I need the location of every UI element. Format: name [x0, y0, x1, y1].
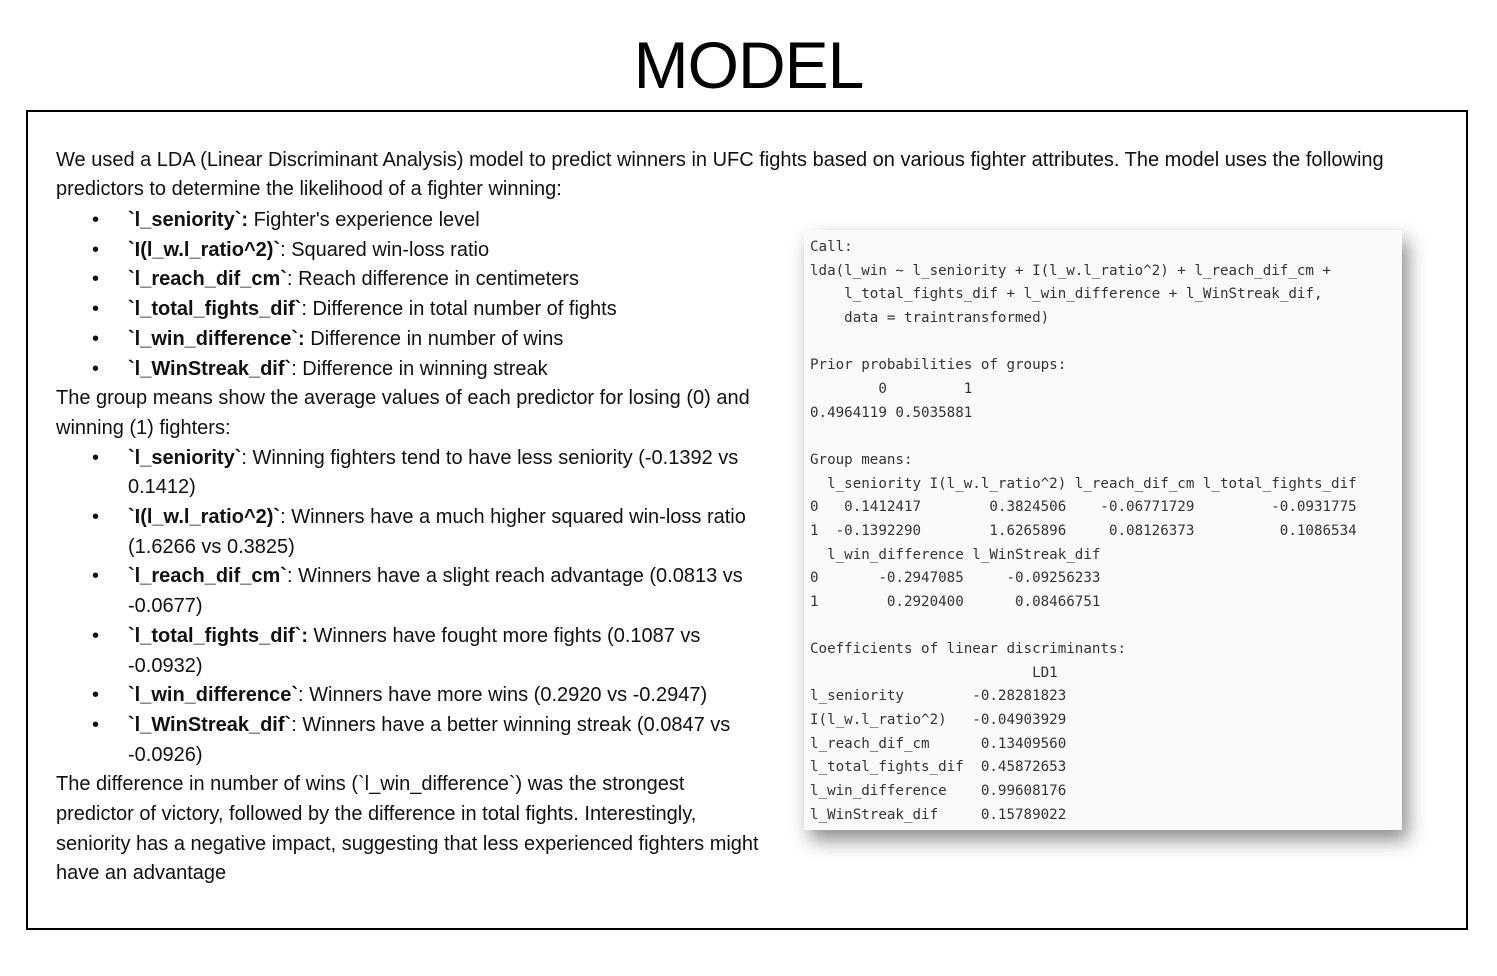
group-means-list: `l_seniority`: Winning fighters tend to … [56, 444, 766, 771]
group-mean-desc: : Winners have a better winning streak (… [128, 713, 731, 766]
predictor-name: `l_win_difference` [128, 684, 299, 707]
group-mean-desc: : Winners have more wins (0.2920 vs -0.2… [298, 684, 708, 707]
list-item: `l_total_fights_dif`: Difference in tota… [56, 295, 766, 325]
group-mean-desc: Winners have fought more fights (0.1087 … [128, 624, 701, 677]
predictor-desc: : Squared win-loss ratio [280, 238, 490, 261]
list-item: `I(l_w.l_ratio^2)`: Winners have a much … [56, 503, 766, 562]
predictor-name: `l_total_fights_dif`: [128, 624, 308, 647]
group-means-intro: The group means show the average values … [56, 387, 750, 439]
intro-paragraph: We used a LDA (Linear Discriminant Analy… [56, 149, 1384, 200]
page-title: MODEL [633, 28, 865, 102]
content-frame: We used a LDA (Linear Discriminant Analy… [26, 110, 1468, 930]
predictor-desc: : Difference in winning streak [291, 357, 548, 380]
predictor-name: `l_WinStreak_dif` [128, 713, 292, 736]
predictor-name: `l_reach_dif_cm` [128, 565, 287, 588]
group-mean-desc: : Winning fighters tend to have less sen… [128, 446, 739, 499]
predictor-name: `l_WinStreak_dif` [128, 357, 292, 380]
r-output-text: Call: lda(l_win ~ l_seniority + I(l_w.l_… [810, 239, 1357, 823]
list-item: `I(l_w.l_ratio^2)`: Squared win-loss rat… [56, 236, 766, 266]
predictor-name: `I(l_w.l_ratio^2)` [128, 238, 281, 261]
r-output-screenshot: Call: lda(l_win ~ l_seniority + I(l_w.l_… [804, 230, 1402, 830]
predictor-name: `l_win_difference`: [128, 327, 305, 350]
predictor-name: `l_seniority` [128, 446, 242, 469]
group-mean-desc: : Winners have a much higher squared win… [128, 506, 746, 558]
list-item: `l_WinStreak_dif`: Winners have a better… [56, 711, 766, 770]
predictor-name: `l_seniority`: [128, 209, 249, 231]
predictor-desc: : Difference in total number of fights [301, 298, 617, 321]
predictor-name: `l_reach_dif_cm` [128, 268, 287, 291]
list-item: `l_win_difference`: Winners have more wi… [56, 681, 766, 711]
list-item: `l_win_difference`: Difference in number… [56, 325, 766, 355]
predictor-desc: : Reach difference in centimeters [286, 268, 579, 291]
list-item: `l_seniority`: Fighter's experience leve… [56, 206, 766, 236]
predictor-name: `l_total_fights_dif` [128, 298, 302, 321]
left-column: `l_seniority`: Fighter's experience leve… [56, 206, 766, 889]
list-item: `l_WinStreak_dif`: Difference in winning… [56, 355, 766, 385]
conclusion-paragraph: The difference in number of wins (`l_win… [56, 773, 759, 885]
predictor-desc: Difference in number of wins [304, 327, 564, 350]
predictor-list: `l_seniority`: Fighter's experience leve… [56, 206, 766, 384]
list-item: `l_reach_dif_cm`: Reach difference in ce… [56, 265, 766, 295]
list-item: `l_seniority`: Winning fighters tend to … [56, 444, 766, 503]
list-item: `l_total_fights_dif`: Winners have fough… [56, 622, 766, 681]
group-mean-desc: : Winners have a slight reach advantage … [128, 565, 743, 618]
list-item: `l_reach_dif_cm`: Winners have a slight … [56, 562, 766, 621]
predictor-desc: Fighter's experience level [248, 209, 480, 231]
predictor-name: `I(l_w.l_ratio^2)` [128, 506, 281, 529]
